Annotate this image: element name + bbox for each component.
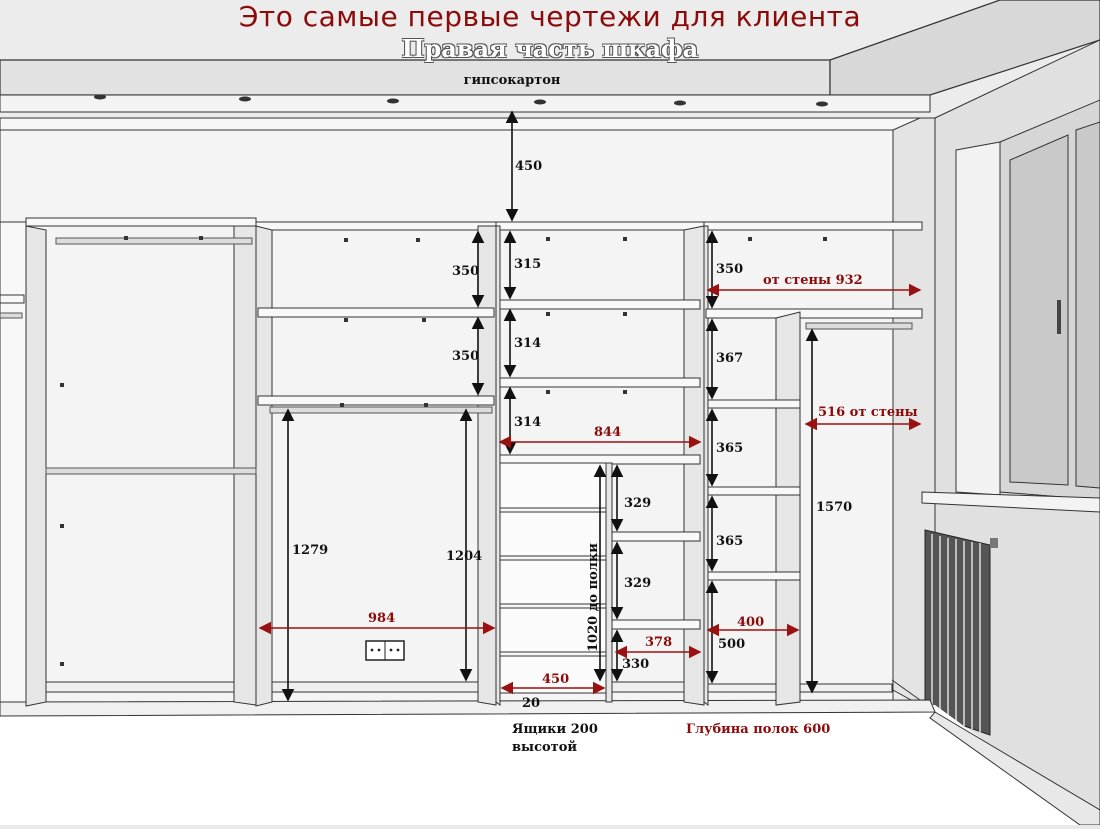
dim-365-a: 365 <box>716 441 743 456</box>
dim-500: 500 <box>718 637 745 652</box>
gypsum-label: гипсокартон <box>464 73 561 88</box>
dim-1204: 1204 <box>446 549 482 564</box>
drawers-note-line1: Ящики 200 <box>512 722 598 737</box>
hanging-rods <box>0 237 913 475</box>
dim-350-right: 350 <box>716 262 743 277</box>
window-handle <box>1057 300 1061 334</box>
shelf-depth-note: Глубина полок 600 <box>686 722 830 737</box>
dim-350-a: 350 <box>452 264 479 279</box>
dim-450-top: 450 <box>515 159 542 174</box>
radiator <box>924 529 998 736</box>
dim-314-a: 314 <box>514 336 541 351</box>
dim-400: 400 <box>737 615 764 630</box>
window-glass-right <box>1075 121 1100 489</box>
dim-314-b: 314 <box>514 415 541 430</box>
shelf-supports <box>60 236 827 666</box>
window-glass-left <box>1009 134 1069 486</box>
dim-329-b: 329 <box>624 576 651 591</box>
dim-844: 844 <box>594 425 621 440</box>
window-sill <box>921 491 1100 513</box>
dim-329-a: 329 <box>624 496 651 511</box>
dim-315: 315 <box>514 257 541 272</box>
ceiling-soffit <box>0 59 831 96</box>
drawing-title: Это самые первые чертежи для клиента <box>238 0 862 33</box>
dim-1020-to-shelf: 1020 до полки <box>586 543 601 652</box>
dim-365-b: 365 <box>716 534 743 549</box>
dim-330: 330 <box>622 657 649 672</box>
floor <box>0 705 1100 825</box>
power-socket <box>365 640 405 661</box>
dim-from-wall-516: 516 от стены <box>818 405 918 420</box>
window-reveal <box>955 141 1001 496</box>
dim-20: 20 <box>522 696 540 711</box>
top-rail <box>0 117 921 131</box>
dim-984: 984 <box>368 611 395 626</box>
drawing-subtitle: Правая часть шкафа <box>401 34 699 63</box>
dim-from-wall-932: от стены 932 <box>763 273 863 288</box>
dim-367: 367 <box>716 351 743 366</box>
gypsum-board <box>0 94 931 113</box>
black-dimension-lines <box>281 110 819 702</box>
dim-1570: 1570 <box>816 500 852 515</box>
dim-378: 378 <box>645 635 672 650</box>
drawers-note-line2: высотой <box>512 740 577 755</box>
dim-350-b: 350 <box>452 349 479 364</box>
ceiling-lights <box>94 94 828 107</box>
wardrobe-carcass <box>0 217 923 707</box>
dim-450-drawer: 450 <box>542 672 569 687</box>
dim-1279: 1279 <box>292 543 328 558</box>
red-dimension-lines <box>258 283 922 695</box>
